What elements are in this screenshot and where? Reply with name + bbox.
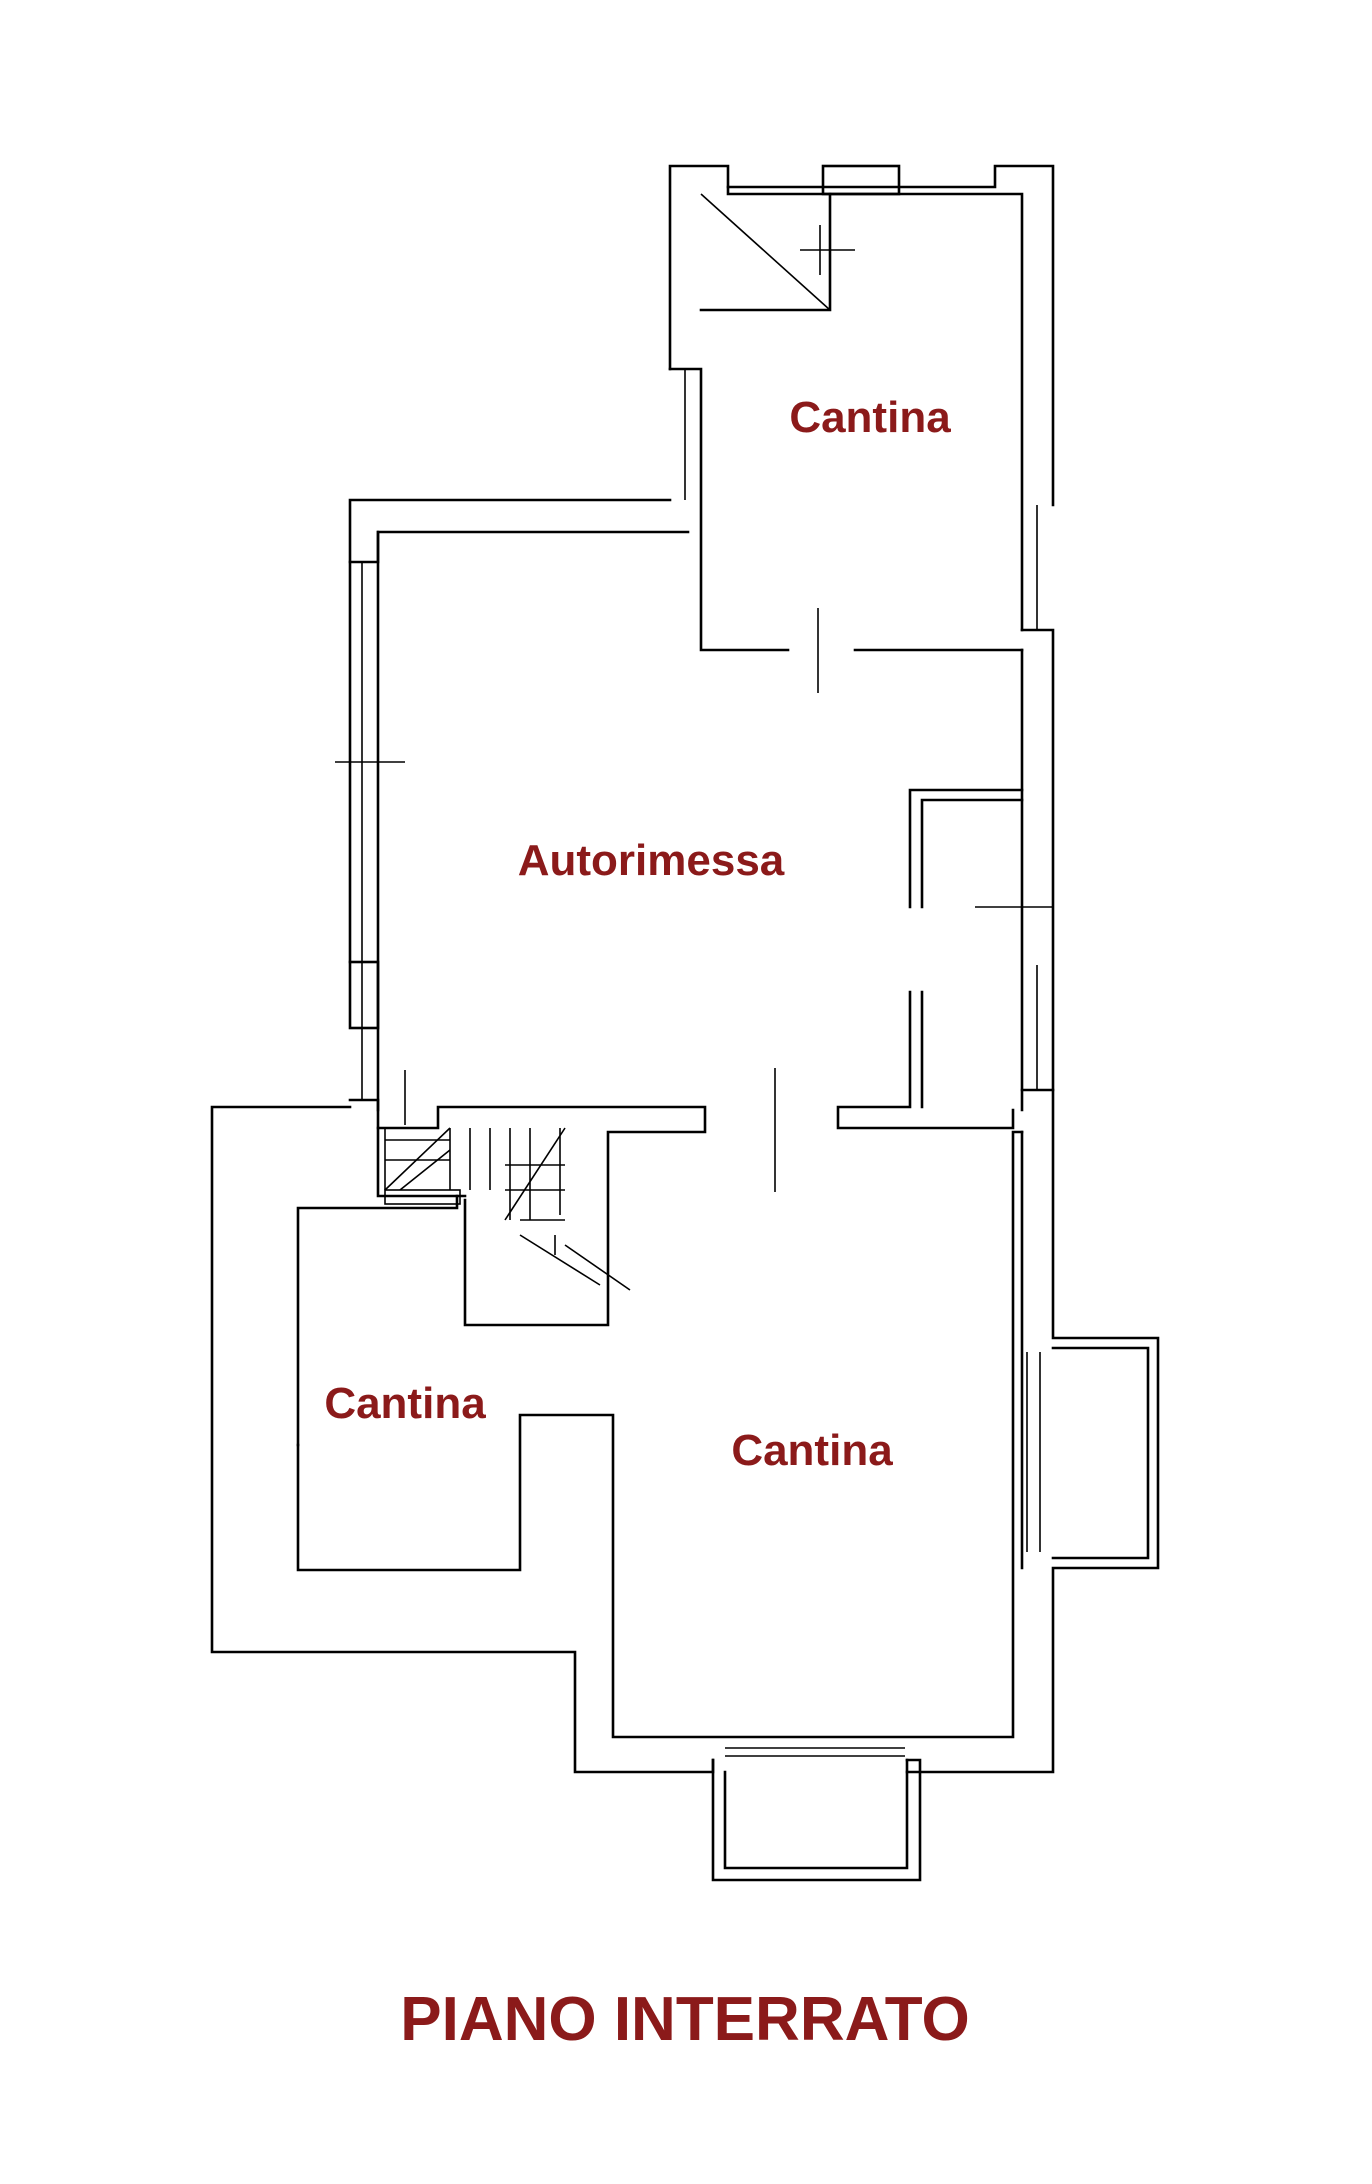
garage-west-pier <box>348 960 380 1030</box>
room-label-cantina-north: Cantina <box>789 393 951 442</box>
garage-north-wall <box>348 498 690 564</box>
stair-west-wall <box>376 1126 467 1198</box>
east-bay-inner <box>1051 1346 1150 1560</box>
west-cellar-wall <box>296 1130 1024 1739</box>
walls <box>210 164 1160 1882</box>
plan-title: PIANO INTERRATO <box>400 1985 970 2054</box>
west-cellar-north-wall <box>296 1194 459 1447</box>
south-cellar-east-wall <box>905 1088 1160 1774</box>
south-bay-inner <box>723 1770 909 1870</box>
garage-closet-wall-top <box>908 788 1024 909</box>
stair-treads <box>384 1127 631 1291</box>
south-bay-outer <box>711 1758 922 1882</box>
stair-well-wall <box>348 1098 707 1327</box>
stair-landing <box>384 1189 461 1205</box>
room-labels: Cantina Autorimessa Cantina Cantina <box>324 393 951 1475</box>
room-label-cantina-west: Cantina <box>324 1379 486 1428</box>
north-cellar-west-wall <box>668 367 790 652</box>
west-outer-wall <box>210 1105 715 1774</box>
garage-closet-wall-bottom <box>836 990 1015 1130</box>
north-window-pier <box>821 164 901 196</box>
garage-closet-wall-top-inner <box>920 798 1024 909</box>
room-label-cantina-south: Cantina <box>731 1426 893 1475</box>
north-cellar-outer-wall <box>668 164 1055 507</box>
lift-shaft-diagonal <box>700 193 831 311</box>
room-label-autorimessa: Autorimessa <box>518 836 785 885</box>
